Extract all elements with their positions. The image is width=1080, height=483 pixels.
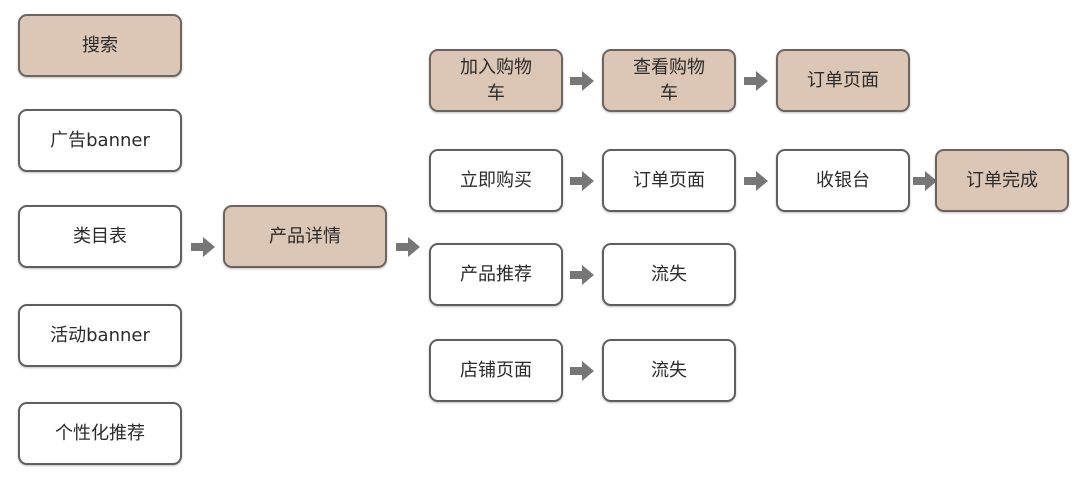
arrow-icon xyxy=(570,170,594,192)
node-activity-banner: 活动banner xyxy=(18,304,182,367)
node-add-to-cart: 加入购物 车 xyxy=(429,49,563,112)
arrow-icon xyxy=(570,70,594,92)
arrow-icon xyxy=(396,236,420,258)
arrow-icon xyxy=(744,170,768,192)
node-buy-now: 立即购买 xyxy=(429,149,563,212)
node-order-page-cart: 订单页面 xyxy=(776,49,910,112)
arrow-icon xyxy=(744,70,768,92)
node-personalized-recommendation: 个性化推荐 xyxy=(18,402,182,465)
arrow-icon xyxy=(913,170,937,192)
node-ad-banner: 广告banner xyxy=(18,109,182,172)
node-checkout: 收银台 xyxy=(776,149,910,212)
node-product-recommendation: 产品推荐 xyxy=(429,243,563,306)
node-churn-1: 流失 xyxy=(602,243,736,306)
node-churn-2: 流失 xyxy=(602,339,736,402)
node-store-page: 店铺页面 xyxy=(429,339,563,402)
node-search: 搜索 xyxy=(18,14,182,77)
node-view-cart: 查看购物 车 xyxy=(602,49,736,112)
arrow-icon xyxy=(570,264,594,286)
node-product-detail: 产品详情 xyxy=(223,205,387,268)
node-category-list: 类目表 xyxy=(18,205,182,268)
arrow-icon xyxy=(191,236,215,258)
node-order-page: 订单页面 xyxy=(602,149,736,212)
arrow-icon xyxy=(570,360,594,382)
node-order-complete: 订单完成 xyxy=(935,149,1069,212)
